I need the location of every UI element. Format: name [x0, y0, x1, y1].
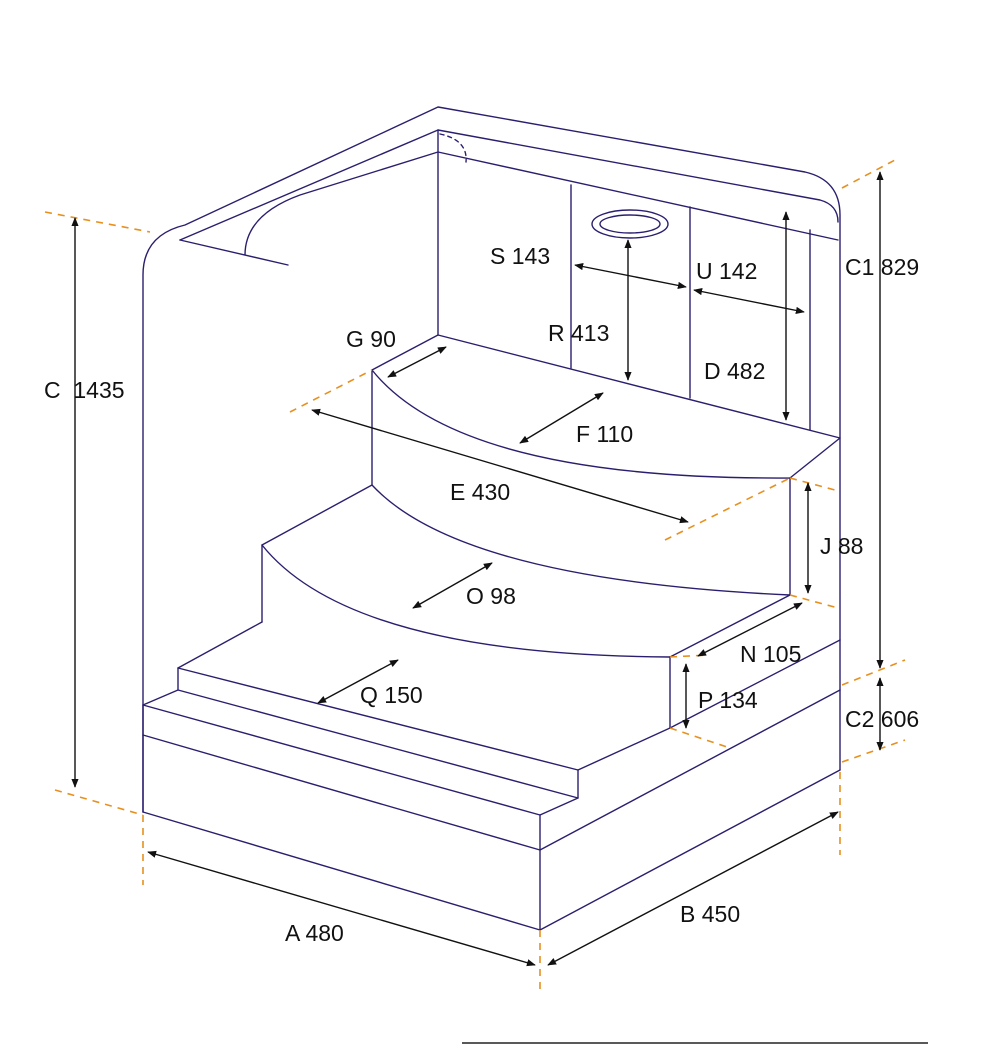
arrow-o	[412, 562, 493, 609]
lower-step-front	[177, 667, 579, 799]
arrow-q	[317, 659, 399, 704]
label-c1: C1 829	[845, 254, 919, 280]
guide-c-bottom	[54, 789, 144, 816]
label-e: E 430	[450, 479, 510, 505]
arrow-s	[574, 263, 687, 289]
label-b: B 450	[680, 901, 740, 927]
arrow-g	[387, 346, 447, 378]
arrow-a	[147, 850, 536, 967]
arrow-b	[547, 811, 839, 966]
guide-e-left	[289, 369, 373, 413]
guide-p-top	[669, 654, 709, 658]
label-r: R 413	[548, 320, 609, 346]
drain-outer	[591, 209, 669, 239]
guide-j-top	[789, 477, 836, 491]
right-lower-line	[669, 639, 841, 729]
guide-c1-bottom	[841, 659, 906, 686]
top-rim-second	[437, 151, 839, 241]
corner-dashed-arc	[439, 133, 467, 163]
left-armrest	[179, 151, 439, 266]
arrow-e	[311, 408, 689, 524]
label-g: G 90	[346, 326, 396, 352]
top-seat	[371, 334, 841, 479]
label-c: C 1435	[44, 377, 125, 403]
guide-c-top	[44, 211, 151, 233]
unit-outline	[142, 106, 841, 931]
label-p: P 134	[698, 687, 758, 713]
drain-inner	[599, 214, 661, 234]
label-n: N 105	[740, 641, 801, 667]
guide-c2-bottom	[841, 739, 906, 763]
label-q: Q 150	[360, 682, 423, 708]
back-frame-outer	[142, 106, 841, 813]
top-rim-inner	[179, 129, 839, 241]
label-u: U 142	[696, 258, 757, 284]
guide-p-bottom	[669, 727, 731, 749]
guide-e-right	[664, 477, 791, 541]
label-s: S 143	[490, 243, 550, 269]
arrow-u	[693, 288, 805, 314]
label-f: F 110	[576, 421, 633, 447]
guide-c1-top	[841, 159, 896, 189]
dimension-arrows	[71, 171, 884, 967]
dimension-labels: C 1435 C1 829 C2 606 A 480 B 450 G 90 E …	[44, 243, 919, 946]
arrow-f	[519, 392, 604, 444]
label-o: O 98	[466, 583, 516, 609]
extension-guides	[44, 159, 906, 995]
label-j: J 88	[820, 533, 863, 559]
lower-step	[177, 621, 671, 771]
middle-step-riser	[261, 544, 671, 729]
top-seat-riser	[371, 369, 791, 596]
label-a: A 480	[285, 920, 344, 946]
label-d: D 482	[704, 358, 765, 384]
arrow-n	[697, 602, 803, 657]
label-c2: C2 606	[845, 706, 919, 732]
base-top	[142, 689, 579, 816]
middle-step	[261, 484, 791, 658]
guide-j-bottom	[789, 594, 839, 609]
